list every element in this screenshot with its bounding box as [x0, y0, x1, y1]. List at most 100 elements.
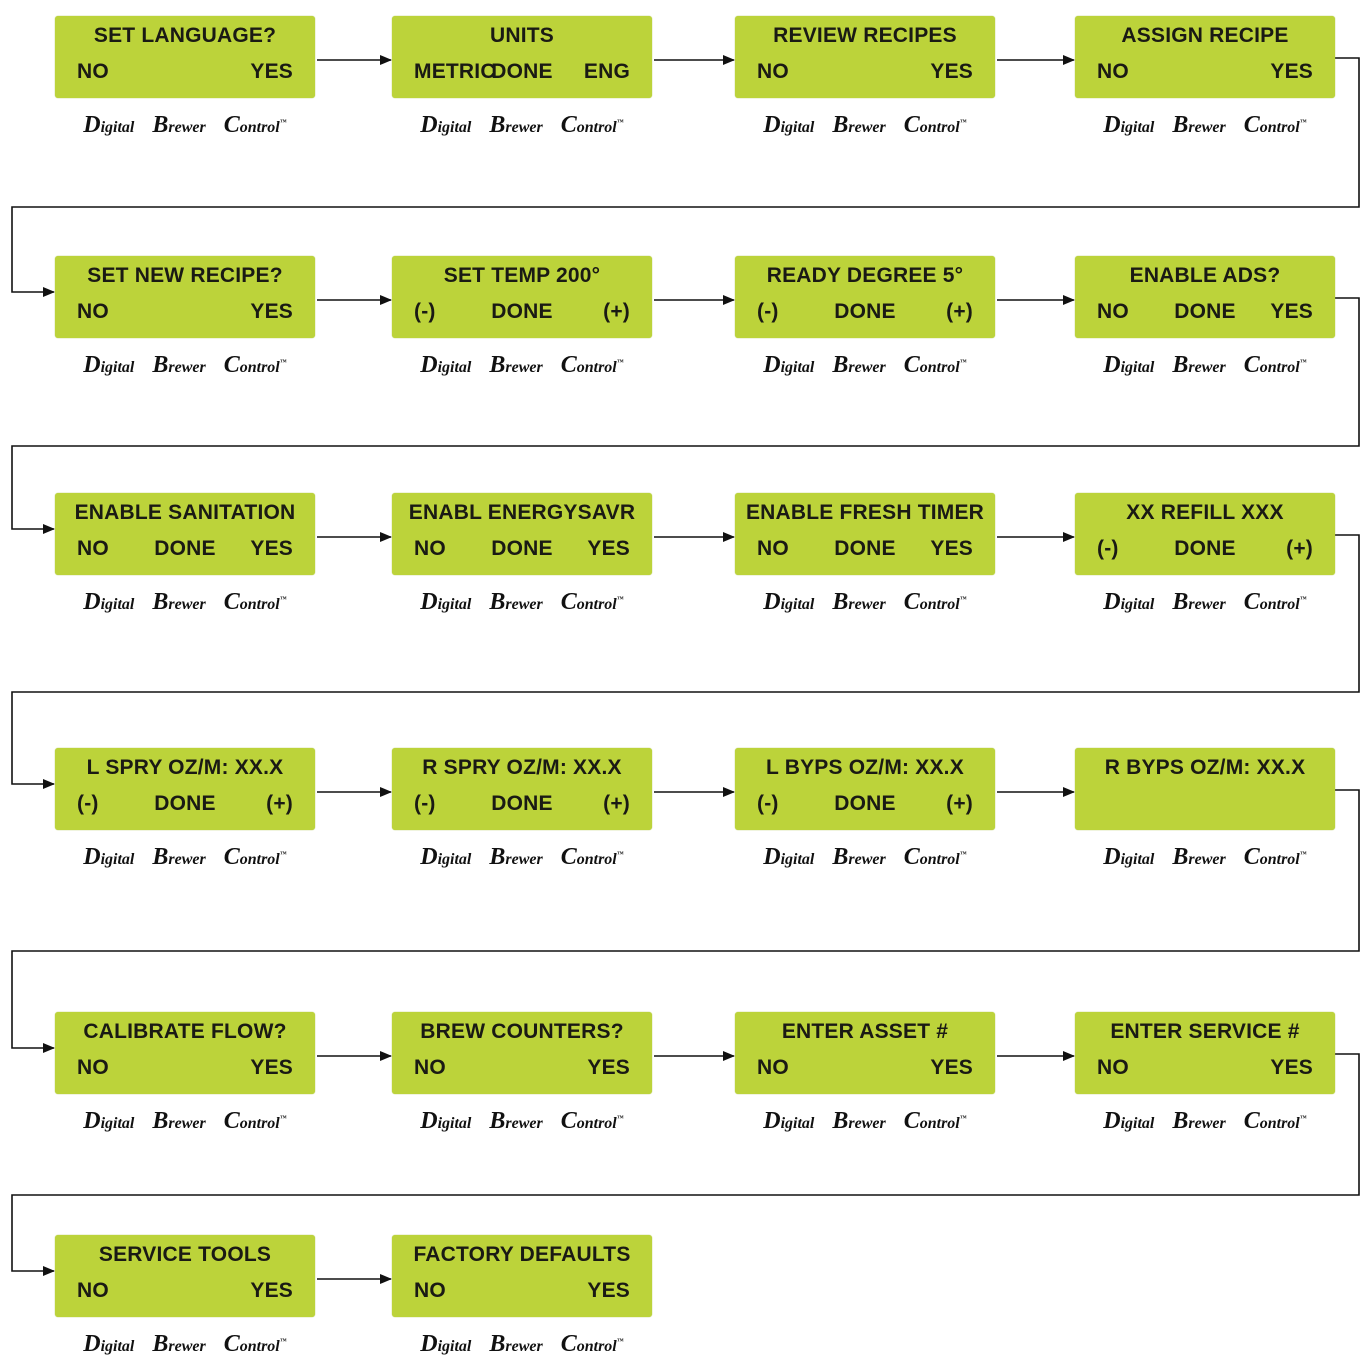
screen-options-line: (-)DONE(+): [55, 792, 315, 822]
option-right: YES: [930, 60, 973, 83]
display-screen: L BYPS OZ/M: XX.X (-) DONE (+): [735, 748, 995, 830]
screen-prompt-line: ASSIGN RECIPE: [1075, 24, 1335, 54]
display-screen: SET TEMP 200°(-)DONE(+): [392, 256, 652, 338]
screen-prompt-line: XX REFILL XXX: [1075, 501, 1335, 531]
screen-prompt: ENABLE FRESH TIMER: [745, 501, 985, 524]
screen-options-line: (-)DONE(+): [735, 300, 995, 330]
option-left: NO: [1097, 1056, 1129, 1079]
option-right: YES: [250, 300, 293, 323]
option-middle: DONE: [491, 300, 553, 323]
option-left: NO: [1097, 300, 1129, 323]
option-right: YES: [250, 1056, 293, 1079]
screen-options-line: (-)DONE(+): [392, 300, 652, 330]
screen-options-line: NO YES: [735, 60, 995, 90]
option-middle: DONE: [834, 792, 896, 815]
option-left: NO: [77, 1279, 109, 1302]
option-left: (-): [414, 300, 436, 323]
screen-prompt-line: R BYPS OZ/M: XX.X: [1075, 756, 1335, 786]
option-right: (+): [946, 792, 973, 815]
screen-prompt-line: UNITS: [392, 24, 652, 54]
display-screen: R SPRY OZ/M: XX.X(-)DONE(+): [392, 748, 652, 830]
screen-prompt: ENABLE SANITATION: [74, 501, 296, 524]
screen-prompt-line: SET LANGUAGE?: [55, 24, 315, 54]
option-left: NO: [414, 1279, 446, 1302]
screen-prompt-line: FACTORY DEFAULTS: [392, 1243, 652, 1273]
screen-prompt-line: ENTER SERVICE #: [1075, 1020, 1335, 1050]
screen-prompt: FACTORY DEFAULTS: [413, 1243, 631, 1266]
option-right: YES: [1270, 1056, 1313, 1079]
screen-prompt: R SPRY OZ/M: XX.X: [422, 756, 622, 779]
flow-wrap-connector: [11, 789, 1360, 1053]
screen-prompt: UNITS: [490, 24, 554, 47]
option-left: (-): [757, 792, 779, 815]
screen-prompt-line: ENABLE FRESH TIMER: [735, 501, 995, 531]
option-middle: DONE: [491, 792, 553, 815]
option-right: YES: [250, 537, 293, 560]
display-screen: R BYPS OZ/M: XX.X: [1075, 748, 1335, 830]
screen-prompt-line: L BYPS OZ/M: XX.X: [735, 756, 995, 786]
option-right: YES: [930, 1056, 973, 1079]
option-left: NO: [757, 537, 789, 560]
option-middle: DONE: [834, 537, 896, 560]
display-screen: L SPRY OZ/M: XX.X (-)DONE(+): [55, 748, 315, 830]
screen-prompt: BREW COUNTERS?: [420, 1020, 624, 1043]
option-right: YES: [930, 537, 973, 560]
option-left: NO: [757, 60, 789, 83]
screen-prompt-line: BREW COUNTERS?: [392, 1020, 652, 1050]
option-middle: DONE: [491, 60, 553, 83]
screen-options-line: NO DONE YES: [735, 537, 995, 567]
screen-prompt: ENTER SERVICE #: [1110, 1020, 1300, 1043]
screen-options-line: NO YES: [1075, 1056, 1335, 1086]
option-left: NO: [77, 60, 109, 83]
option-right: ENG: [583, 60, 630, 83]
screen-prompt: CALIBRATE FLOW?: [83, 1020, 287, 1043]
option-middle: DONE: [154, 537, 216, 560]
screen-prompt-line: L SPRY OZ/M: XX.X: [55, 756, 315, 786]
display-screen: ENABLE FRESH TIMER NO DONE YES: [735, 493, 995, 575]
screen-prompt: ENABL ENERGYSAVR: [408, 501, 636, 524]
screen-prompt: ENABLE ADS?: [1129, 264, 1281, 287]
screen-prompt: SET NEW RECIPE?: [87, 264, 283, 287]
option-right: YES: [587, 1279, 630, 1302]
option-right: YES: [1270, 60, 1313, 83]
screen-options-line: (-) DONE (+): [735, 792, 995, 822]
option-right: (+): [946, 300, 973, 323]
option-left: (-): [757, 300, 779, 323]
option-left: (-): [414, 792, 436, 815]
screen-prompt-line: READY DEGREE 5°: [735, 264, 995, 294]
screen-prompt-line: ENABLE SANITATION: [55, 501, 315, 531]
option-right: (+): [1286, 537, 1313, 560]
option-left: METRIC: [414, 60, 496, 83]
option-right: YES: [587, 1056, 630, 1079]
